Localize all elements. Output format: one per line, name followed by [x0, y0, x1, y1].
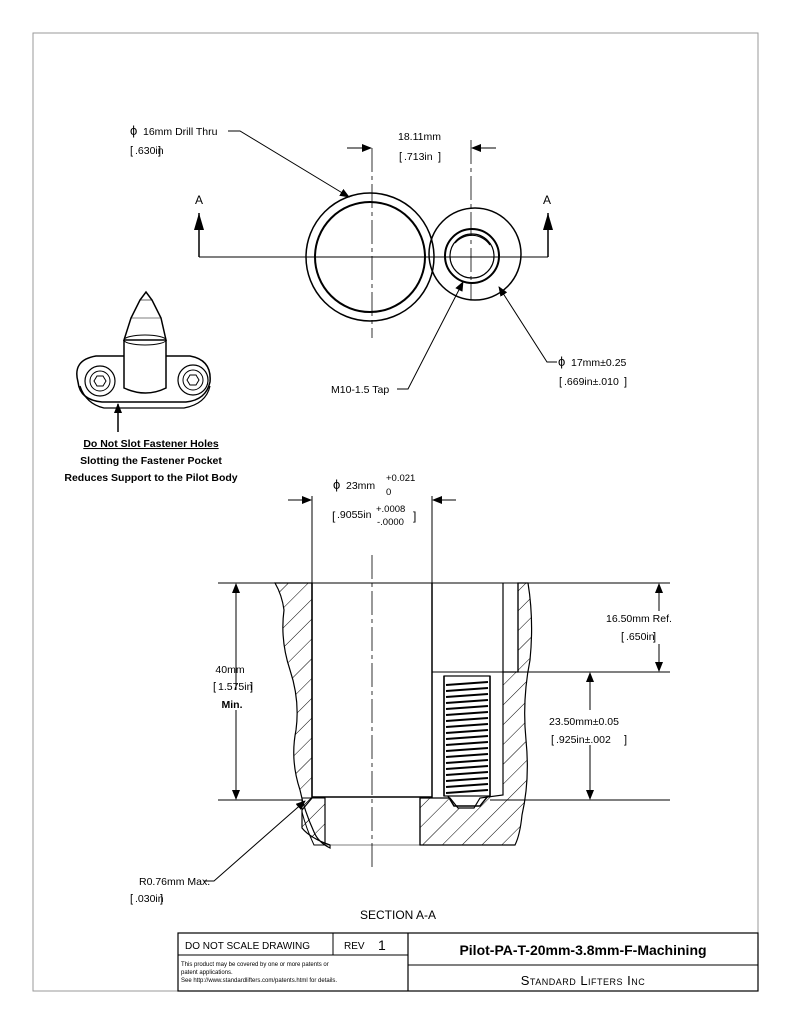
thread-line	[445, 765, 489, 770]
thread-line	[445, 789, 489, 794]
bore-in-plus: +.0008	[376, 504, 405, 515]
fastener-hole-right	[177, 364, 209, 396]
bracket-r2: ]	[158, 145, 161, 157]
hatch-bottom-left	[301, 797, 326, 846]
bracket-r1: ]	[438, 151, 441, 163]
bore-dia-in: .9055in	[337, 509, 372, 521]
section-arrow-left: A	[194, 193, 204, 257]
tap-label: M10-1.5 Tap	[331, 384, 389, 396]
section-view: ϕ 23mm +0.021 0 [ .9055in +.0008 -.0000 …	[130, 473, 672, 922]
boss-dia-in: .669in±.010	[564, 376, 619, 388]
bracket-l5: [	[213, 681, 216, 693]
thread-depth-mm: 23.50mm±0.05	[549, 716, 619, 728]
bracket-l4: [	[332, 509, 336, 523]
drill-hole-outer	[305, 192, 435, 322]
fastener-hole-left-inner	[89, 370, 111, 392]
fastener-hole-left	[84, 365, 116, 397]
bore-tol-minus: 0	[386, 487, 391, 498]
pilot-isometric	[76, 290, 211, 432]
tap-hole-outer	[444, 228, 500, 284]
diameter-symbol-3: ϕ	[333, 477, 340, 492]
bracket-r6: ]	[653, 631, 656, 643]
boss-outer	[428, 207, 522, 301]
bore-dia-mm: 23mm	[346, 480, 375, 492]
thread-line	[445, 693, 489, 698]
center-distance-in: .713in	[404, 151, 433, 163]
bore-in-minus: -.0000	[377, 517, 404, 528]
hatch-right-wall	[419, 582, 533, 846]
thread-line	[445, 777, 489, 782]
thread-line	[445, 753, 489, 758]
boss-dia-mm: 17mm±0.25	[571, 357, 627, 369]
height-min: Min.	[222, 699, 243, 711]
note-line-2: Slotting the Fastener Pocket	[80, 455, 222, 467]
bracket-r3: ]	[624, 376, 627, 388]
thread-line	[445, 771, 489, 776]
company-name: Standard Lifters Inc	[521, 973, 646, 988]
patent-line-3: See http://www.standardlifters.com/paten…	[181, 978, 337, 984]
section-marker-left: A	[195, 193, 203, 207]
bracket-l3: [	[559, 376, 562, 388]
fastener-note: Do Not Slot Fastener Holes Slotting the …	[64, 438, 237, 484]
thread-line	[445, 699, 489, 704]
thread-line	[445, 687, 489, 692]
fastener-hole-right-inner	[182, 369, 204, 391]
drill-dia-in: .630in	[135, 145, 164, 157]
tap-hole-inner	[449, 233, 495, 279]
bracket-l1: [	[399, 151, 402, 163]
diameter-symbol-2: ϕ	[558, 354, 565, 369]
bracket-l6: [	[621, 631, 624, 643]
section-marker-right: A	[543, 193, 551, 207]
bracket-l8: [	[130, 893, 133, 905]
part-number: Pilot-PA-T-20mm-3.8mm-F-Machining	[459, 942, 706, 958]
scale-note: DO NOT SCALE DRAWING	[185, 941, 310, 952]
note-line-1: Do Not Slot Fastener Holes	[83, 438, 219, 450]
bracket-r4: ]	[413, 509, 416, 523]
ref-depth-mm: 16.50mm Ref.	[606, 613, 672, 625]
ref-depth-in: .650in	[626, 631, 655, 643]
thread-line	[445, 711, 489, 716]
height-mm: 40mm	[215, 664, 244, 676]
hex-socket-left	[93, 375, 107, 387]
thread-line	[445, 705, 489, 710]
patent-line-1: This product may be covered by one or mo…	[181, 962, 329, 968]
rev-label: REV	[344, 941, 365, 952]
thread-line	[445, 741, 489, 746]
bracket-r7: ]	[624, 734, 627, 746]
rev-value: 1	[378, 937, 386, 953]
bracket-r8: ]	[160, 893, 163, 905]
drill-hole-inner	[314, 201, 426, 313]
thread-line	[445, 783, 489, 788]
thread-line	[445, 681, 489, 686]
center-distance-mm: 18.11mm	[398, 131, 441, 143]
hex-socket-right	[186, 374, 200, 386]
thread-line	[445, 735, 489, 740]
threaded-hole	[443, 675, 491, 807]
bracket-l2: [	[130, 145, 133, 157]
drill-dia-mm: 16mm Drill Thru	[143, 126, 218, 138]
thread-line	[445, 723, 489, 728]
section-title: SECTION A-A	[360, 908, 436, 922]
radius-mm: R0.76mm Max.	[139, 876, 210, 888]
thread-line	[445, 747, 489, 752]
patent-line-2: patent applications.	[181, 970, 233, 976]
thread-line	[445, 729, 489, 734]
hatch-left-wall	[273, 582, 331, 849]
radius-in: .030in	[135, 893, 164, 905]
thread-line	[445, 759, 489, 764]
diameter-symbol-1: ϕ	[130, 123, 137, 138]
bore-tol-plus: +0.021	[386, 473, 415, 484]
top-view: A A 18.11mm .713in [ ] ϕ 16mm Drill Thru…	[130, 123, 627, 396]
height-in: 1.575in	[218, 681, 253, 693]
bracket-r5: ]	[250, 681, 253, 693]
thread-depth-in: .925in±.002	[556, 734, 611, 746]
thread-line	[445, 717, 489, 722]
bracket-l7: [	[551, 734, 554, 746]
title-block: DO NOT SCALE DRAWING REV 1 This product …	[177, 932, 759, 992]
note-line-3: Reduces Support to the Pilot Body	[64, 472, 237, 484]
section-arrow-right: A	[543, 193, 553, 257]
